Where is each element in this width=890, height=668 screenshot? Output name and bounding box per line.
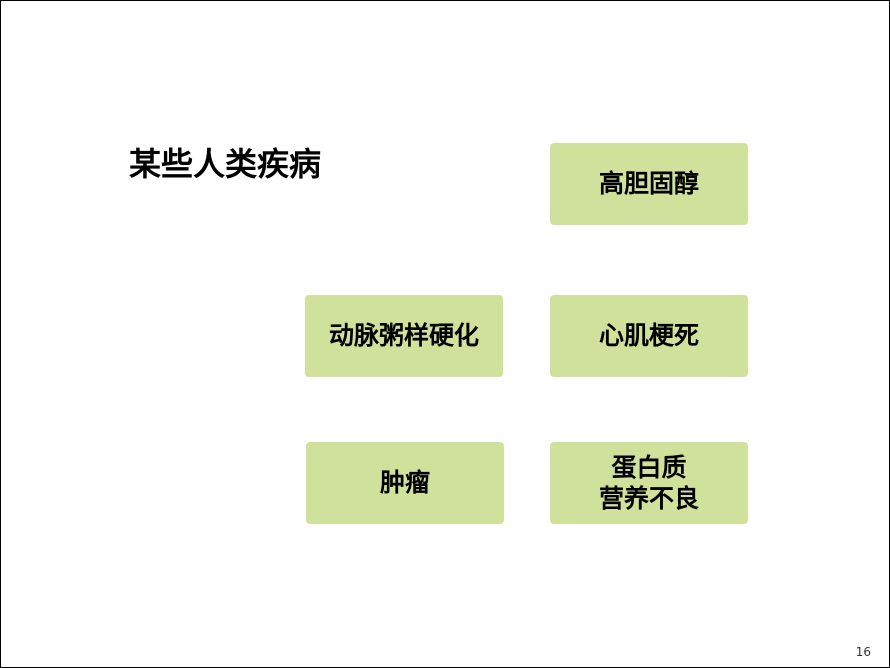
disease-box-high-cholesterol: 高胆固醇 [550,143,748,225]
disease-label-high-cholesterol: 高胆固醇 [598,169,699,199]
disease-box-tumor: 肿瘤 [306,442,504,524]
disease-label-atherosclerosis: 动脉粥样硬化 [328,321,479,351]
page-number: 16 [855,645,871,659]
disease-label-protein-malnutrition-line2: 营养不良 [598,484,699,513]
disease-box-protein-malnutrition: 蛋白质 营养不良 [550,442,748,524]
disease-label-tumor: 肿瘤 [379,468,430,498]
disease-box-myocardial-infarction: 心肌梗死 [550,295,748,377]
disease-box-atherosclerosis: 动脉粥样硬化 [305,295,503,377]
slide-title: 某些人类疾病 [129,145,322,183]
disease-label-protein-malnutrition-line1: 蛋白质 [611,452,687,482]
disease-label-myocardial-infarction: 心肌梗死 [598,321,699,351]
